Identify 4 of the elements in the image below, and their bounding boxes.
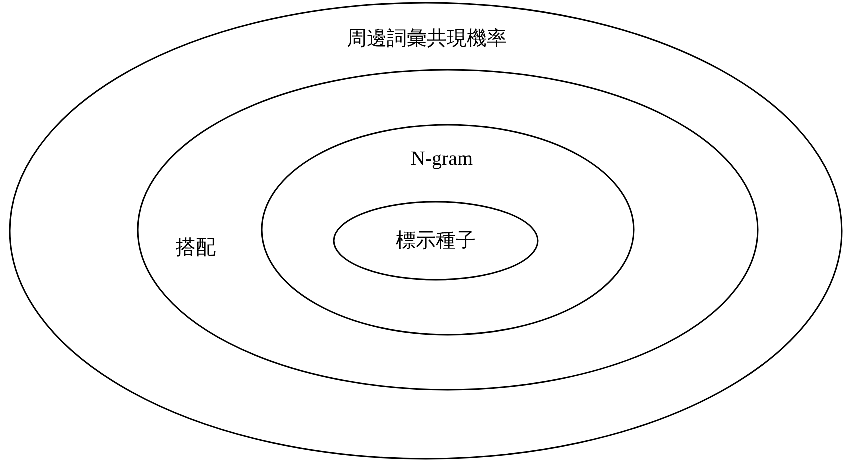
ellipse-label: 搭配 [176, 236, 216, 260]
ellipse-label: N-gram [410, 147, 474, 171]
ellipse-label: 標示種子 [396, 229, 476, 253]
ellipse-label: 周邊詞彙共現機率 [347, 27, 507, 51]
